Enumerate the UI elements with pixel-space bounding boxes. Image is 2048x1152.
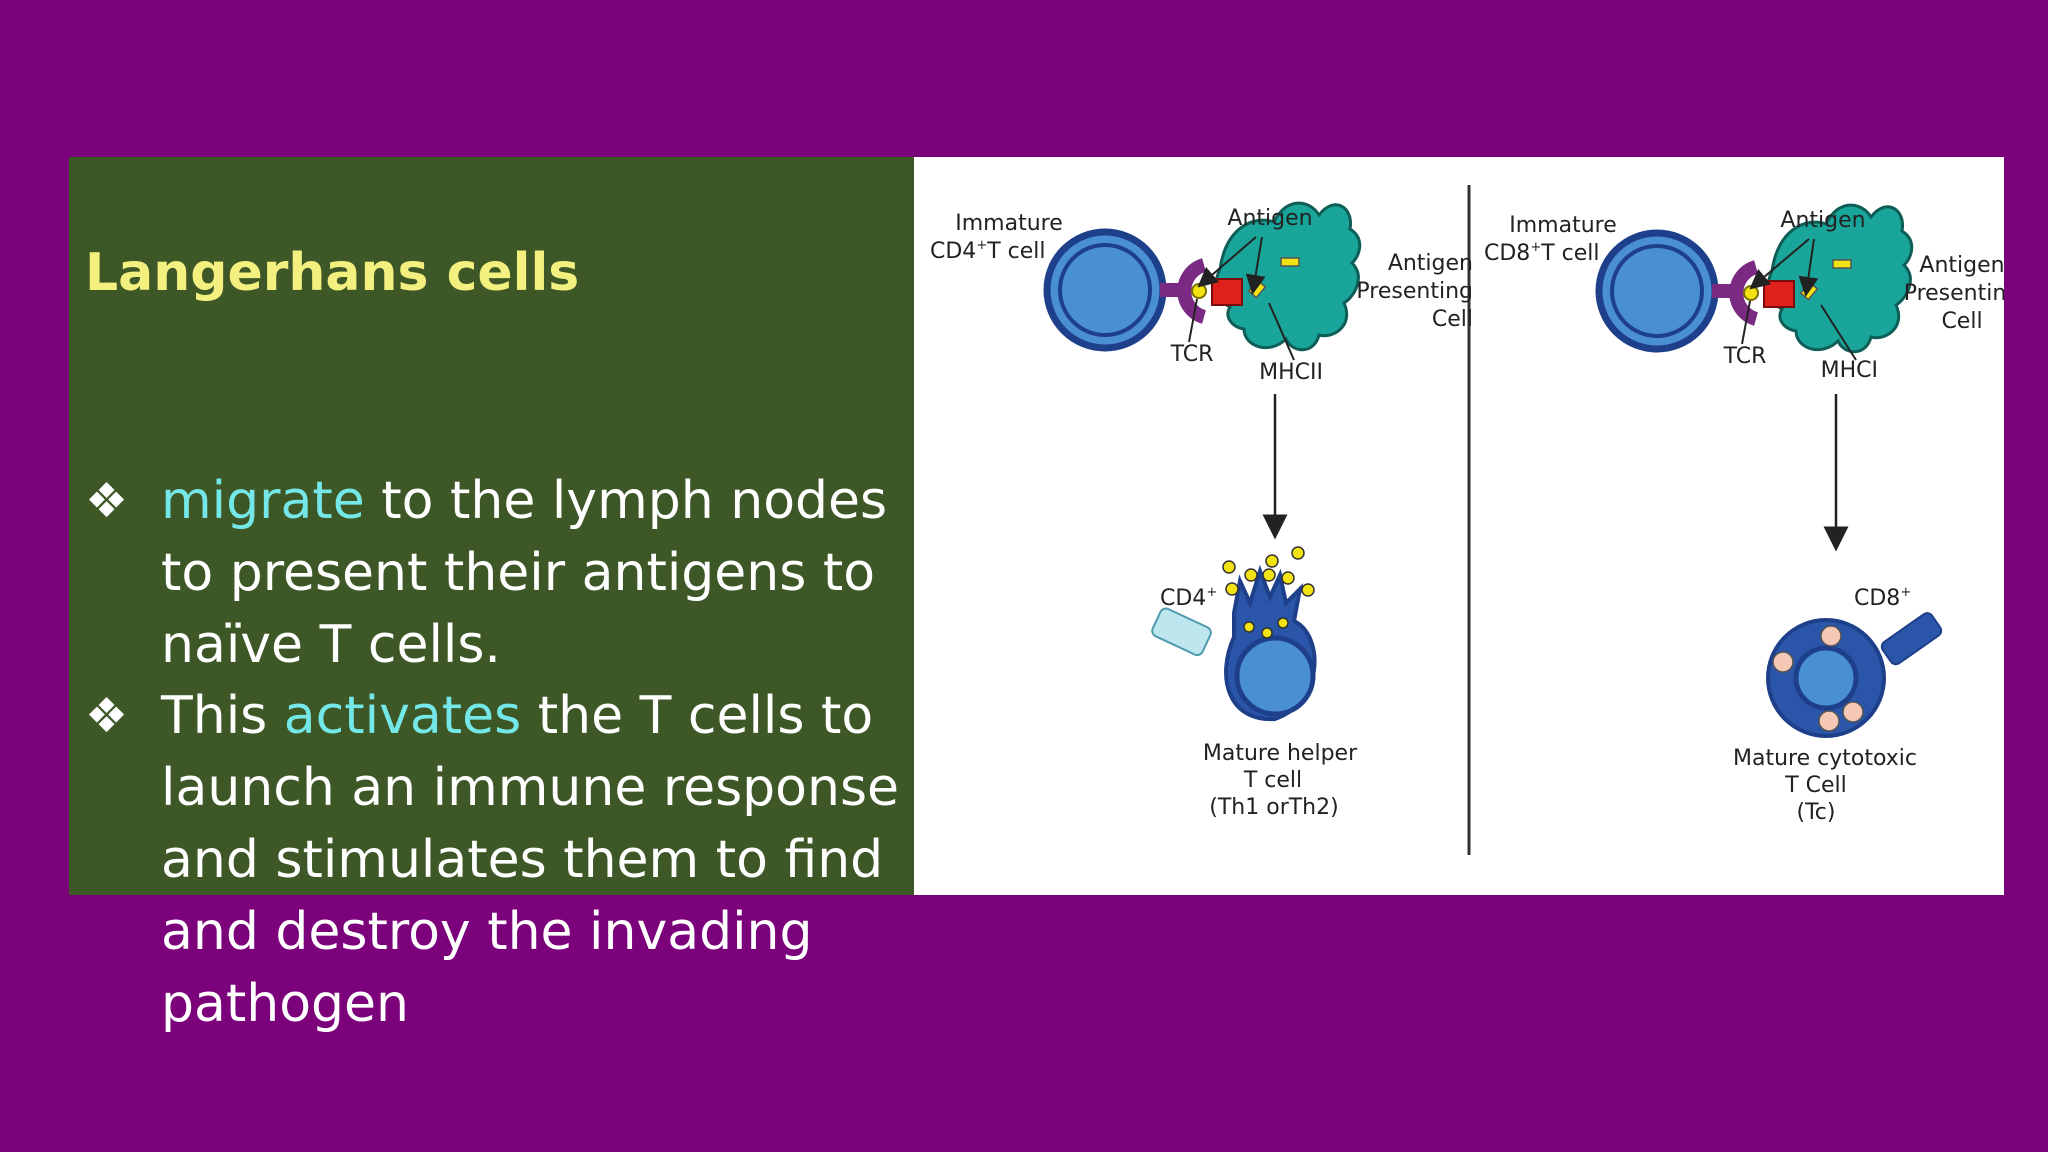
cytokine-dot [1265,554,1279,568]
bullet-pre: This [161,686,284,746]
antigen-fragment [1191,283,1207,299]
cytokine-dot [1222,560,1236,574]
t-cell-nucleus-ring [1610,244,1704,338]
bullet-rest: to the lymph nodes to present their anti… [161,471,888,675]
cytotoxic-cell-nucleus [1793,645,1859,711]
mature-label: T Cell [1784,773,1847,798]
mhc-label: MHCII [1259,360,1323,385]
cytokine-dot [1262,568,1276,582]
apc-label: Cell [1432,307,1473,332]
tcr-label: TCR [1170,342,1214,367]
diamond-bullet-icon: ❖ [85,473,129,529]
slide-content: Langerhans cells ❖ migrate to the lymph … [69,157,2004,1034]
apc-label: Cell [1941,309,1982,334]
bullet-text: This activates the T cells to launch an … [161,680,921,1040]
cd8-coreceptor [1880,612,1943,666]
bullet-text: migrate to the lymph nodes to present th… [161,465,921,681]
immature-label: Immature [1509,213,1617,238]
immature-label: Immature [955,211,1063,236]
cytokine-dot [1244,568,1258,582]
helper-cell-nucleus [1234,635,1316,717]
cytokine-dot [1243,621,1255,633]
cytotoxic-granule [1818,710,1840,732]
t-cell-nucleus-ring [1058,243,1152,337]
antigen-fragment [1280,257,1300,267]
cytokine-dot [1301,583,1315,597]
apc-label: Presenting [1904,281,2004,306]
mature-label: Mature cytotoxic [1733,746,1917,771]
highlight-word: migrate [161,471,365,531]
t-cell-activation-diagram: Immature CD4+T cell Antigen [914,157,2004,895]
mhc-label: MHCI [1821,358,1878,383]
text-panel: Langerhans cells ❖ migrate to the lymph … [69,157,914,1034]
apc-label: Presenting [1356,279,1473,304]
apc-label: Antigen [1919,253,2004,278]
mature-label: T cell [1243,768,1302,793]
antigen-fragment [1832,259,1852,269]
cytokine-dot [1277,617,1289,629]
antigen-label: Antigen [1227,206,1312,231]
immature-label: CD4+T cell [930,238,1046,264]
apc-label: Antigen [1388,251,1473,276]
cytokine-dot [1291,546,1305,560]
cytotoxic-granule [1842,701,1864,723]
cd4-activation-panel: Immature CD4+T cell Antigen [930,201,1473,820]
mhc-molecule [1763,280,1795,308]
bullet-migrate: ❖ migrate to the lymph nodes to present … [85,465,921,681]
mature-label: (Th1 orTh2) [1209,795,1338,820]
tcr-receptor [1177,258,1207,324]
bullet-rest: the T cells to launch an immune response… [161,686,900,1034]
cytotoxic-granule [1772,651,1794,673]
cytokine-dot [1281,571,1295,585]
antigen-fragment [1743,285,1759,301]
cd4-coreceptor [1151,607,1212,657]
cd8-marker-label: CD8+ [1854,585,1911,611]
cytotoxic-granule [1820,625,1842,647]
cd4-marker-label: CD4+ [1160,585,1217,611]
tcr-receptor [1160,283,1182,297]
cytokine-dot [1261,627,1273,639]
highlight-word: activates [283,686,522,746]
mature-label: (Tc) [1797,800,1836,825]
immature-label: CD8+T cell [1484,240,1600,266]
cd8-activation-panel: Immature CD8+T cell Antigen Antigen Pres… [1484,203,2004,825]
mature-label: Mature helper [1203,741,1358,766]
antigen-label: Antigen [1780,208,1865,233]
diamond-bullet-icon: ❖ [85,688,129,744]
antigen-presenting-cell [1766,203,1914,354]
slide-heading: Langerhans cells [85,243,580,303]
bullet-activates: ❖ This activates the T cells to launch a… [85,680,921,1040]
mhc-molecule [1211,278,1243,306]
tcr-receptor [1712,284,1734,298]
tcr-label: TCR [1723,344,1767,369]
cytokine-dot [1225,582,1239,596]
